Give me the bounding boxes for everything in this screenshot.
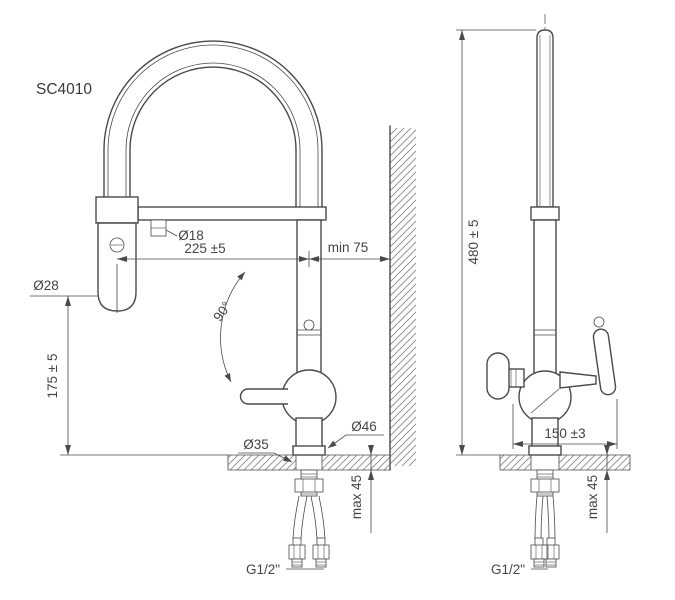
dim-total-height: 480 ± 5 (466, 220, 481, 265)
spring-inner-line (129, 66, 297, 208)
body-seam (530, 388, 560, 414)
dim-connection-thread-side: G1/2" (491, 562, 525, 577)
swivel-arc (220, 271, 246, 383)
faucet-body-front (239, 219, 337, 456)
mounting-nut (530, 478, 560, 493)
hose-connector (312, 537, 330, 568)
riser-tube (536, 29, 554, 208)
hose-connector (530, 537, 548, 568)
countertop-hatch (500, 455, 531, 470)
spray-holder-knob (486, 352, 510, 400)
leader-base-diameter (327, 434, 384, 449)
leader-mounting-hole (238, 452, 293, 463)
front-view (95, 40, 416, 568)
holder-collar (530, 206, 560, 221)
mounting-nut (294, 478, 324, 493)
lever-knob-front (303, 319, 315, 331)
lever-neck (559, 371, 597, 389)
base-cylinder (295, 417, 323, 451)
holder-bar (137, 206, 327, 221)
dim-spray-head-diameter: Ø28 (33, 278, 59, 293)
base-flange (528, 445, 562, 456)
dim-min-wall-distance: min 75 (328, 240, 369, 255)
dim-spout-tube-diameter: Ø18 (178, 228, 204, 243)
dim-spray-head-height: 175 ± 5 (45, 354, 60, 399)
countertop-side (499, 454, 631, 471)
supply-hoses-side (534, 495, 556, 541)
lever-knob (593, 316, 605, 328)
dim-mounting-hole-diameter: Ø35 (243, 437, 269, 452)
spring-line (125, 62, 301, 207)
spout-outlet (239, 388, 288, 405)
dim-spout-reach: 225 ±5 (184, 241, 225, 256)
dim-max-counter-thickness-front: max 45 (349, 475, 364, 519)
supply-hoses-front (292, 495, 326, 541)
faucet-column (296, 219, 322, 379)
wall (389, 125, 416, 471)
spring-outer-line (103, 40, 323, 208)
side-view-dimensions: 480 ± 5 150 ±3 max 45 G1/2" (456, 29, 618, 577)
model-label: SC4010 (36, 81, 92, 98)
under-counter-front (288, 469, 330, 568)
countertop-front (227, 454, 390, 471)
lever-handle (592, 328, 617, 396)
countertop-hatch (228, 455, 296, 470)
dim-base-diameter: Ø46 (351, 419, 377, 434)
base-flange (292, 445, 326, 456)
dim-swivel-angle: 90° (210, 299, 234, 324)
dim-body-depth: 150 ±3 (544, 426, 585, 441)
dim-connection-thread-front: G1/2" (246, 562, 280, 577)
faucet-body-side (486, 14, 617, 456)
under-counter-side (530, 469, 560, 568)
wall-hatch (390, 128, 416, 466)
faucet-column (533, 219, 557, 376)
leader-spout-tube (165, 229, 178, 237)
mixing-joint-sphere (281, 369, 337, 425)
countertop-hatch (322, 455, 390, 470)
side-view (486, 14, 631, 568)
spring-line (107, 44, 319, 207)
spring-hose-arc (103, 40, 323, 208)
hose-connector (288, 537, 306, 568)
spray-head-collar (95, 196, 139, 224)
dim-max-counter-thickness-side: max 45 (585, 475, 600, 519)
front-view-dimensions: SC4010 Ø18 225 ±5 min 75 Ø28 175 ± 5 90°… (30, 81, 390, 577)
countertop-hatch (559, 455, 630, 470)
